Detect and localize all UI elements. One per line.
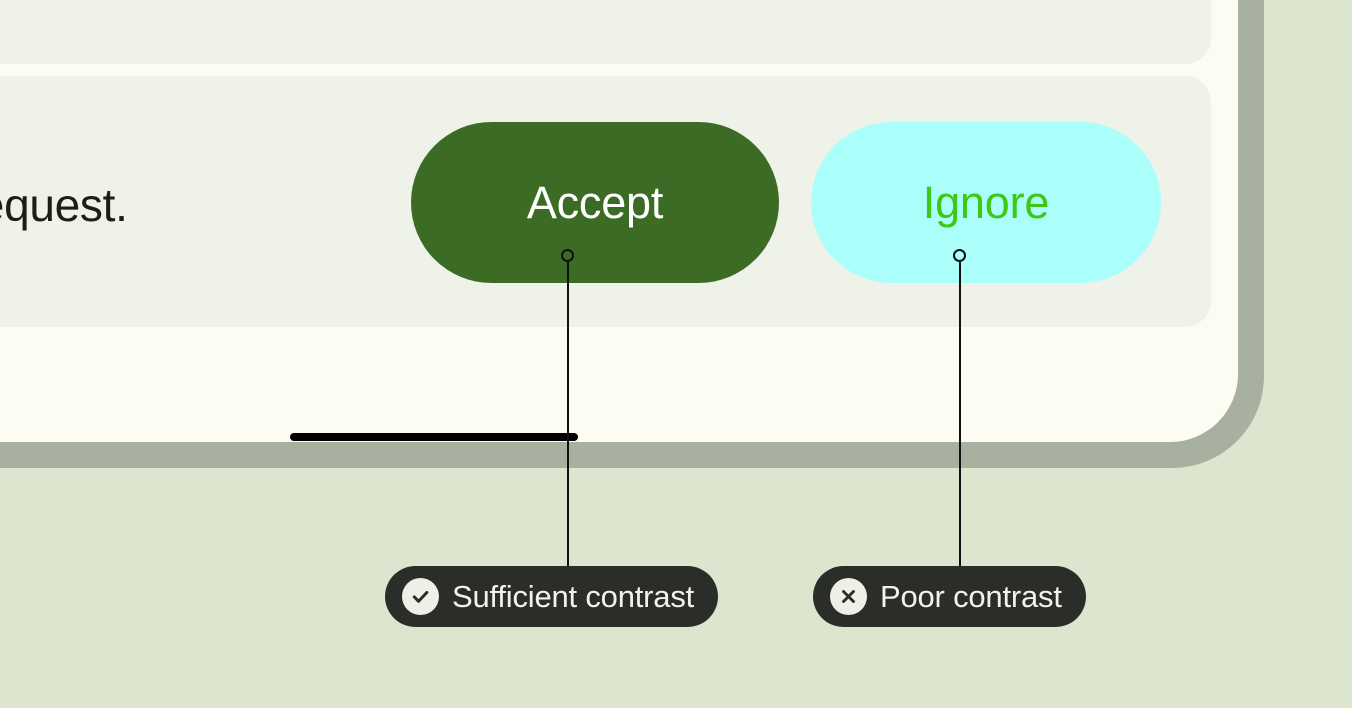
phone-frame: a request. Accept Ignore [0, 0, 1264, 468]
annotation-badge-poor-contrast: Poor contrast [813, 566, 1086, 627]
annotation-leader-line-ignore [959, 262, 961, 567]
check-circle-icon [402, 578, 439, 615]
annotation-anchor-dot-accept [561, 249, 574, 262]
home-indicator-bar [290, 433, 578, 441]
content-card-upper [0, 0, 1211, 64]
annotation-badge-sufficient-contrast: Sufficient contrast [385, 566, 719, 627]
ignore-button[interactable]: Ignore [811, 122, 1161, 283]
phone-screen: a request. Accept Ignore [0, 0, 1238, 442]
annotation-badge-label: Sufficient contrast [452, 579, 695, 614]
x-circle-icon [830, 578, 867, 615]
annotation-badge-label: Poor contrast [880, 579, 1062, 614]
annotation-anchor-dot-ignore [953, 249, 966, 262]
annotation-leader-line-accept [567, 262, 569, 567]
request-body-text: a request. [0, 179, 128, 231]
accept-button[interactable]: Accept [411, 122, 779, 283]
